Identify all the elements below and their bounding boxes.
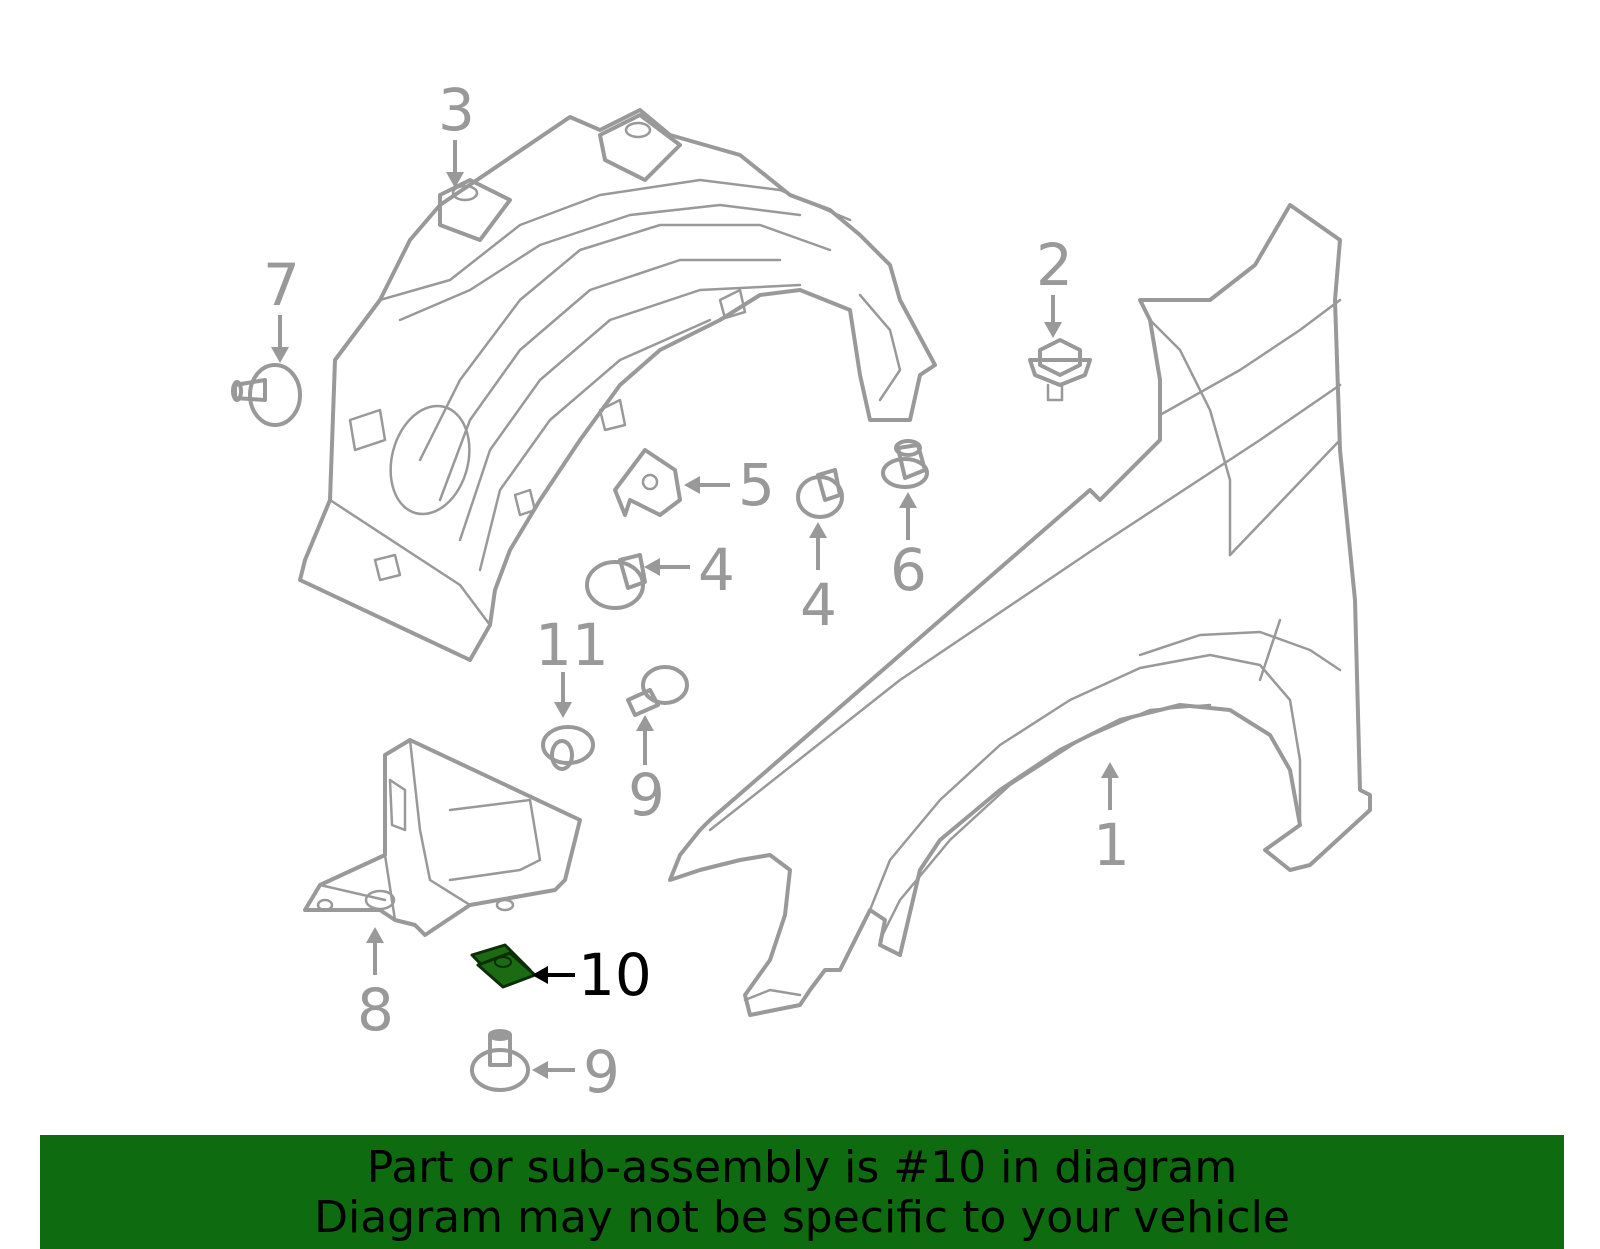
banner-line-1: Part or sub-assembly is #10 in diagram: [366, 1142, 1238, 1193]
callout-6: 6: [890, 536, 927, 604]
bracket-part-5: [613, 448, 682, 517]
clip-part-4-lower: [585, 553, 647, 610]
bolt-part-9-lower: [470, 1029, 530, 1092]
grommet-part-6: [881, 439, 929, 489]
screw-part-9-upper: [626, 665, 689, 717]
clip-nut-part-10-highlighted: [470, 943, 537, 989]
banner-line-2: Diagram may not be specific to your vehi…: [314, 1192, 1290, 1243]
callout-2: 2: [1036, 231, 1073, 299]
callout-4-lower: 4: [698, 536, 735, 604]
fender-liner-part-3: [298, 108, 937, 662]
callout-9-upper: 9: [628, 761, 665, 829]
splash-shield-part-8: [303, 738, 582, 937]
hex-bolt-part-2: [1028, 338, 1092, 402]
callout-10-highlighted: 10: [578, 941, 652, 1009]
fender-part-1: [668, 203, 1372, 1017]
grommet-part-11: [541, 725, 595, 771]
callout-1: 1: [1093, 811, 1130, 879]
info-banner: Part or sub-assembly is #10 in diagram D…: [40, 1135, 1564, 1249]
clip-part-4-upper: [796, 468, 844, 519]
callout-7: 7: [263, 251, 300, 319]
callout-5: 5: [738, 451, 775, 519]
callout-8: 8: [357, 976, 394, 1044]
leader-arrows: [271, 140, 1119, 1079]
callout-4-upper: 4: [800, 571, 837, 639]
push-clip-part-7: [231, 363, 302, 427]
parts-diagram: 1 2 3 4 4 5 6 7 8 9 9 10 11: [231, 76, 1372, 1106]
callout-11: 11: [535, 611, 609, 679]
callout-3: 3: [438, 76, 475, 144]
callout-9-lower: 9: [583, 1038, 620, 1106]
